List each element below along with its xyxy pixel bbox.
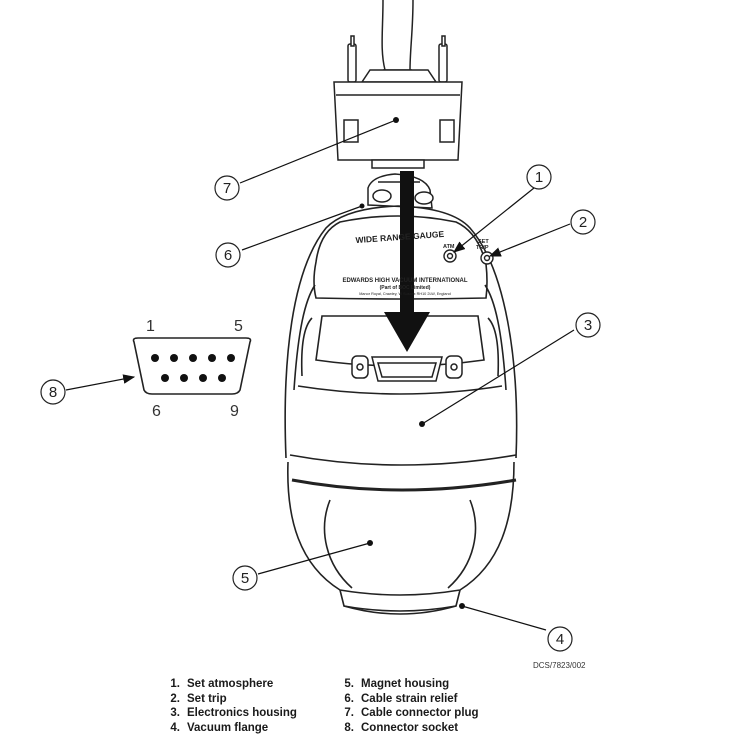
gauge-socket (351, 355, 463, 382)
legend-label: Cable connector plug (361, 707, 479, 719)
pin-label-9: 9 (230, 403, 239, 420)
panel-title: WIDE RANGE GAUGE (355, 229, 445, 245)
pin-3 (189, 354, 197, 362)
callout-6: 6 (215, 242, 241, 268)
cable (381, 0, 414, 71)
legend-label: Set trip (187, 692, 227, 705)
panel-sub: (Part of BOC Limited) (380, 285, 431, 291)
svg-text:1: 1 (535, 169, 543, 186)
callout-2: 2 (570, 209, 596, 235)
pin-2 (170, 354, 178, 362)
connector-socket-face (132, 337, 252, 395)
legend-label: Cable strain relief (361, 692, 458, 705)
panel-maker: EDWARDS HIGH VACUUM INTERNATIONAL (342, 278, 467, 284)
legend-item: 6. Cable strain relief (332, 692, 479, 707)
pin-1 (151, 354, 159, 362)
svg-text:2: 2 (579, 214, 587, 231)
legend-item: 4. Vacuum flange (158, 721, 297, 736)
svg-text:8: 8 (49, 384, 57, 401)
legend-label: Connector socket (361, 721, 459, 734)
pin-4 (208, 354, 216, 362)
pin-label-1: 1 (146, 318, 155, 335)
pin-7 (180, 374, 188, 382)
callout-7: 7 (214, 175, 240, 201)
panel-trip: TRIP (476, 245, 489, 251)
svg-text:4: 4 (556, 631, 564, 648)
pin-5 (227, 354, 235, 362)
panel-set: SET (478, 239, 489, 245)
legend-num: 5. (344, 678, 354, 690)
pin-9 (218, 374, 226, 382)
legend-left: 1. Set atmosphere 2. Set trip 3. Electronic… (158, 677, 297, 735)
legend-num: 7. (344, 707, 354, 719)
legend-item: 3. Electronics housing (158, 706, 297, 721)
legend-item: 1. Set atmosphere (158, 677, 297, 692)
svg-text:3: 3 (584, 317, 592, 334)
insertion-arrow (384, 171, 430, 352)
leader-lines (65, 119, 575, 631)
legend-item: 2. Set trip (158, 692, 297, 707)
svg-text:6: 6 (224, 247, 232, 264)
legend-item: 8. Connector socket (332, 721, 479, 736)
legend-num: 4. (170, 721, 180, 734)
leader-dots (359, 117, 465, 609)
legend-num: 2. (170, 692, 180, 705)
doc-reference: DCS/7823/002 (533, 661, 586, 670)
legend-num: 3. (170, 707, 180, 719)
panel-atm: ATM (443, 244, 455, 250)
callout-5: 5 (232, 565, 258, 591)
pin-8 (199, 374, 207, 382)
cable-connector-plug (333, 35, 463, 169)
legend-label: Electronics housing (187, 707, 297, 719)
legend-right: 5. Magnet housing 6. Cable strain relief 7… (332, 677, 479, 736)
pin-6 (161, 374, 169, 382)
pin-label-6: 6 (152, 403, 161, 420)
legend-label: Set atmosphere (187, 678, 274, 690)
pin-labels: 1 5 6 9 (146, 318, 243, 420)
legend-num: 8. (344, 721, 354, 734)
legend-label: Magnet housing (361, 678, 450, 690)
legend-item: 5. Magnet housing (332, 677, 479, 692)
legend-item: 7. Cable connector plug (332, 706, 479, 721)
legend-num: 1. (170, 678, 180, 690)
callout-4: 4 (547, 626, 573, 652)
pin-label-5: 5 (234, 318, 243, 335)
callout-8: 8 (40, 379, 66, 405)
panel-address: Manor Royal, Crawley, W Sussex RH10 2LW,… (359, 292, 450, 296)
callouts: 1 2 3 4 5 6 7 8 (40, 164, 601, 652)
svg-text:5: 5 (241, 570, 249, 587)
callout-3: 3 (575, 312, 601, 338)
legend-num: 6. (344, 692, 354, 705)
svg-text:7: 7 (223, 180, 231, 197)
panel-text: WIDE RANGE GAUGE ATM SET TRIP EDWARDS HI… (342, 229, 489, 296)
set-knobs (443, 249, 494, 265)
callout-1: 1 (526, 164, 552, 190)
legend-label: Vacuum flange (187, 721, 269, 734)
